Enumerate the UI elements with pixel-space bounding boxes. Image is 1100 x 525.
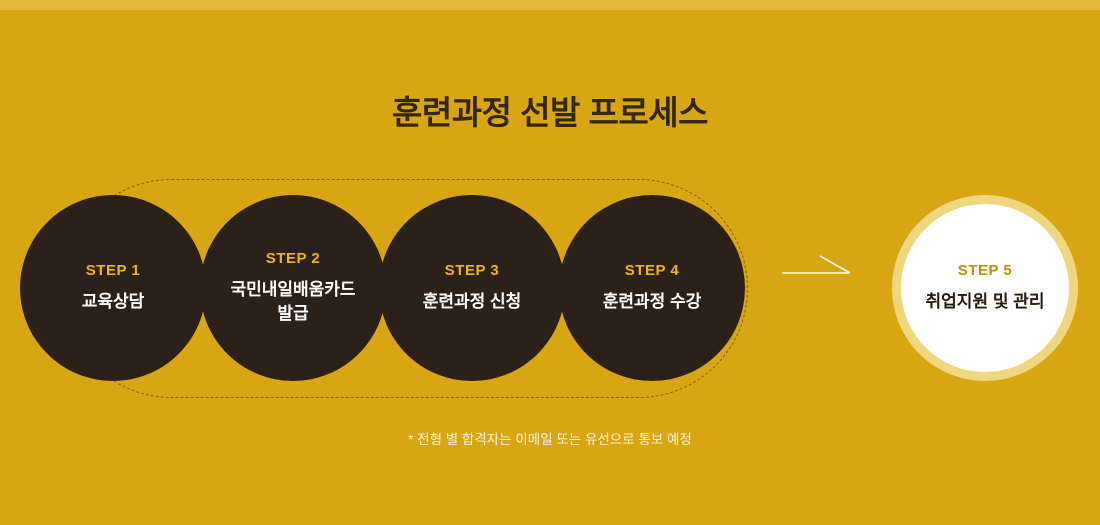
step-label: STEP 1: [85, 262, 141, 280]
step-circle-3: STEP 3 훈련과정 신청: [379, 195, 565, 381]
arrow-right-icon: [780, 254, 856, 290]
step-label: STEP 2: [265, 250, 321, 268]
step-text: 취업지원 및 관리: [925, 292, 1045, 312]
step-text: 교육상담: [81, 292, 145, 312]
step-text: 훈련과정 수강: [602, 292, 702, 312]
top-accent-strip: [0, 0, 1100, 10]
step-text: 훈련과정 신청: [422, 292, 522, 312]
step-circle-5-final: STEP 5 취업지원 및 관리: [892, 195, 1078, 381]
step-circle-4: STEP 4 훈련과정 수강: [559, 195, 745, 381]
page-title: 훈련과정 선발 프로세스: [392, 94, 708, 131]
step-label: STEP 3: [444, 262, 500, 280]
step-circle-1: STEP 1 교육상담: [20, 195, 206, 381]
step-text: 국민내일배움카드 발급: [230, 280, 356, 323]
step-label: STEP 5: [957, 262, 1013, 280]
step-circle-2: STEP 2 국민내일배움카드 발급: [200, 195, 386, 381]
step-label: STEP 4: [624, 262, 680, 280]
footnote-text: * 전형 별 합격자는 이메일 또는 유선으로 통보 예정: [408, 432, 692, 447]
